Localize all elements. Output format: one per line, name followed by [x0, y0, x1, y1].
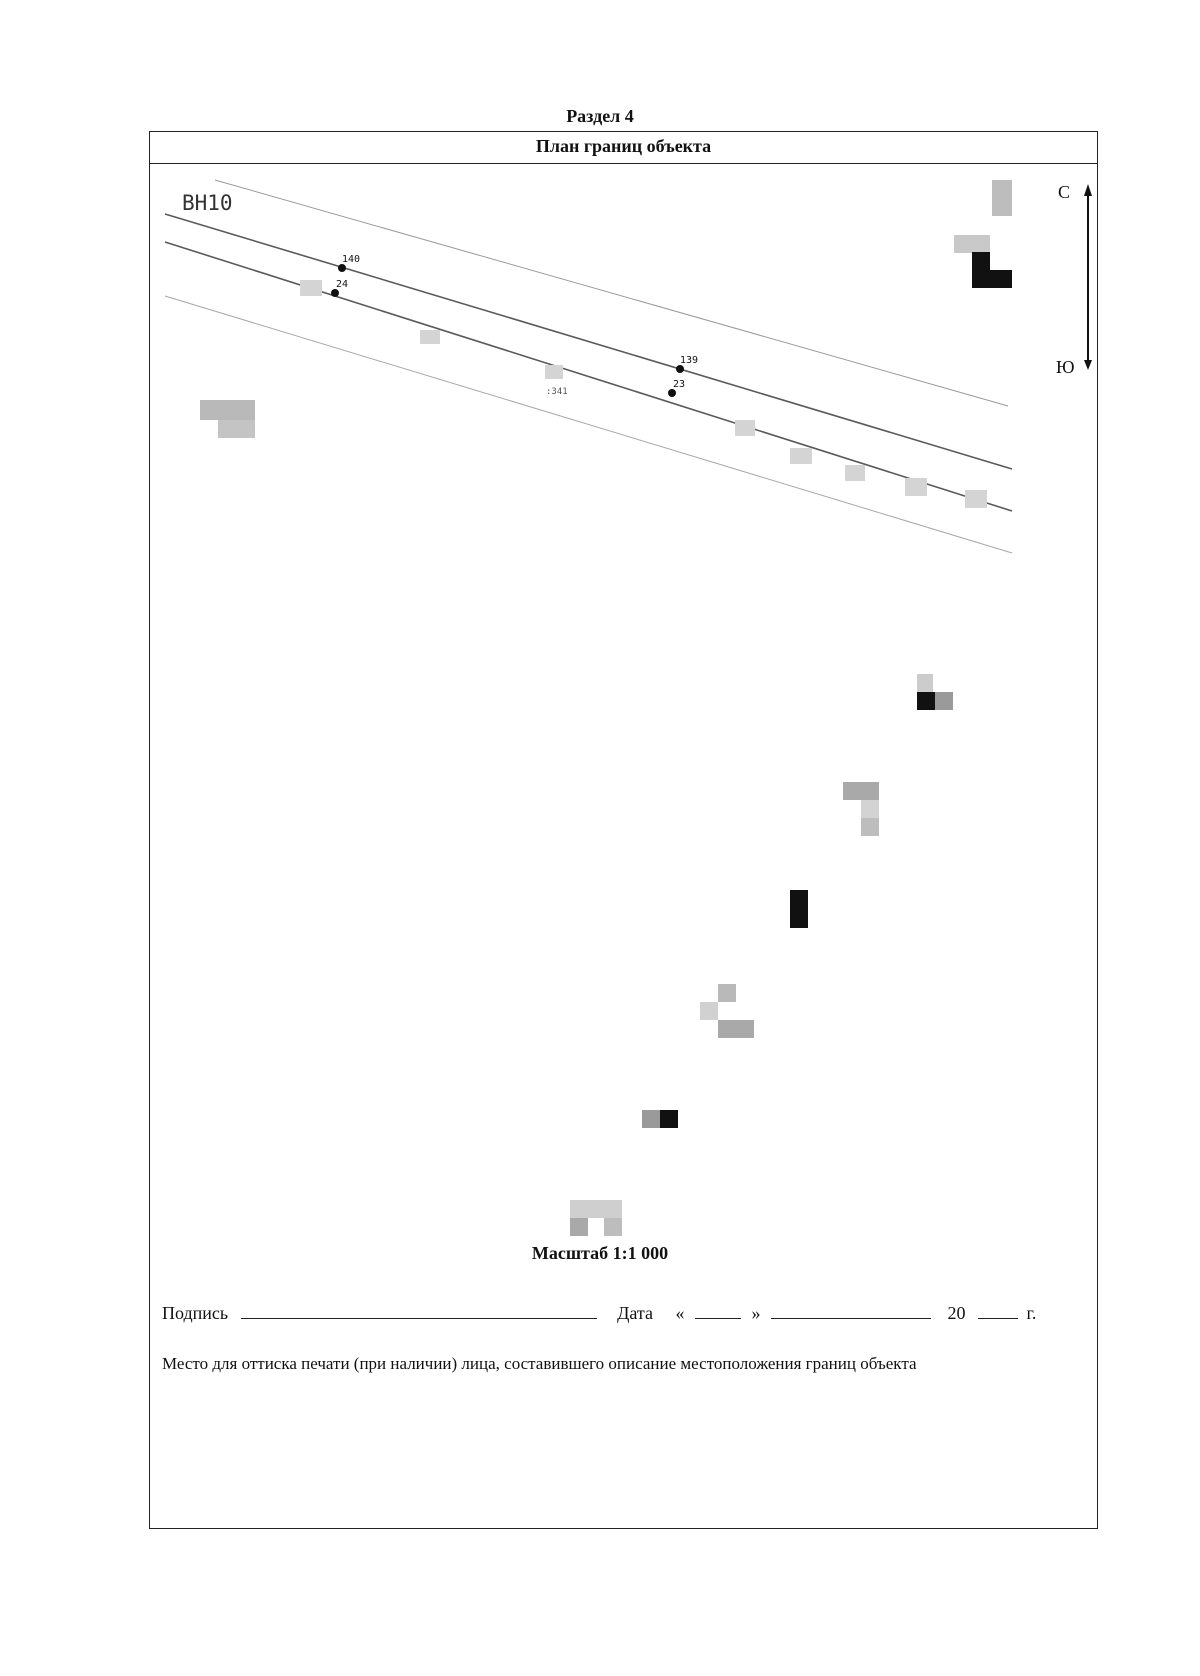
point-label-139: 139 [680, 355, 698, 366]
plan-frame: План границ объекта [149, 131, 1098, 1529]
contour-mark [845, 465, 865, 481]
scan-artifact [843, 782, 879, 800]
scan-artifact [718, 984, 736, 1002]
date-label: Дата [617, 1303, 653, 1323]
scan-artifact [642, 1110, 660, 1128]
date-month-field[interactable] [771, 1300, 931, 1319]
boundary-point-139 [676, 365, 684, 373]
boundary-line-north [164, 213, 1013, 470]
scan-artifact [917, 674, 933, 692]
point-label-140: 140 [342, 254, 360, 265]
contour-mark [735, 420, 755, 436]
year-suffix: г. [1026, 1303, 1037, 1323]
scan-artifact [917, 692, 935, 710]
point-label-23: 23 [673, 379, 685, 390]
boundary-point-24 [331, 289, 339, 297]
compass-south-label: Ю [1056, 357, 1075, 377]
contour-mark [545, 365, 563, 379]
scan-artifact [570, 1218, 588, 1236]
scan-artifact [954, 235, 990, 253]
boundary-point-140 [338, 264, 346, 272]
contour-mark [905, 478, 927, 496]
scan-artifacts [200, 180, 1012, 1236]
scale-label: Масштаб 1:1 000 [531, 1243, 669, 1263]
scan-artifact [992, 180, 1012, 216]
sheet-id: ВН10 [182, 191, 233, 215]
stamp-place-text: Место для оттиска печати (при наличии) л… [162, 1354, 917, 1373]
south-arrow-icon [1084, 360, 1092, 370]
date-year-field[interactable] [978, 1300, 1018, 1319]
scan-artifact [790, 890, 808, 928]
point-label-24: 24 [336, 279, 348, 290]
signature-field[interactable] [240, 1300, 597, 1319]
corridor-line-outer-south [164, 295, 1013, 554]
scan-artifact [200, 400, 255, 420]
scan-artifact [861, 818, 879, 836]
scan-artifact [718, 1020, 754, 1038]
scan-artifact [660, 1110, 678, 1128]
scan-artifact [972, 270, 1012, 288]
contour-mark [300, 280, 322, 296]
section-title: Раздел 4 [566, 106, 634, 126]
scan-artifact [935, 692, 953, 710]
date-quote-open: « [675, 1303, 685, 1323]
contour-mark [420, 330, 440, 344]
boundary-line-south [164, 241, 1013, 512]
year-prefix: 20 [947, 1303, 966, 1323]
scan-artifact [700, 1002, 718, 1020]
contour-mark [965, 490, 987, 508]
faint-contour-marks [300, 280, 987, 508]
faint-parcel-label: :341 [546, 387, 568, 397]
corridor-line-outer-north [214, 179, 1009, 407]
plan-title: План границ объекта [150, 132, 1097, 164]
compass-north-label: С [1058, 182, 1070, 202]
scan-artifact [570, 1200, 622, 1218]
scan-artifact [861, 800, 879, 818]
date-quote-close: » [751, 1303, 761, 1323]
scan-artifact [604, 1218, 622, 1236]
contour-mark [790, 448, 812, 464]
signature-label: Подпись [162, 1303, 229, 1323]
signature-row: Подпись Дата « » 20 г. [162, 1300, 1036, 1324]
boundary-point-23 [668, 389, 676, 397]
north-arrow-icon [1084, 184, 1092, 196]
date-day-field[interactable] [695, 1300, 741, 1319]
scan-artifact [218, 420, 255, 438]
